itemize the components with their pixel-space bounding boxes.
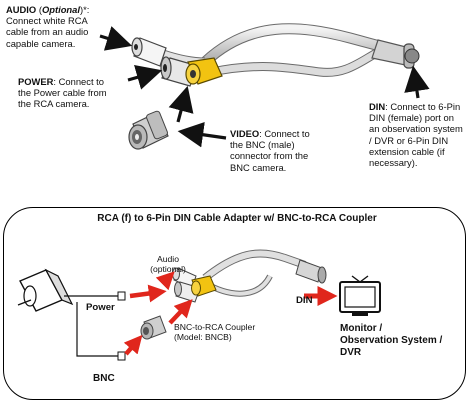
video-line3: connector from the	[230, 150, 309, 162]
label-power-bottom: Power	[86, 302, 115, 313]
arrow-video-up	[168, 85, 194, 123]
label-power: POWER: Connect to the Power cable from t…	[18, 76, 130, 110]
top-cable-adapter	[99, 23, 430, 150]
coupler-l1: BNC-to-RCA Coupler	[174, 322, 256, 332]
audio-line2: cable from an audio	[6, 26, 89, 38]
coupler-l2: (Model: BNCB)	[174, 332, 232, 342]
din-line6: necessary).	[369, 157, 418, 169]
label-din: DIN: Connect to 6-Pin DIN (female) port …	[369, 101, 473, 168]
din-line5: extension cable (if	[369, 145, 445, 157]
video-line4: BNC camera.	[230, 161, 287, 173]
monitor-icon	[339, 275, 381, 316]
audio-line1: Connect white RCA	[6, 15, 88, 27]
top-din-connector	[371, 39, 420, 69]
audio-paren-open: (	[36, 4, 42, 15]
arrow-power	[127, 64, 163, 90]
din-title: DIN	[369, 101, 386, 112]
power-line1: : Connect to	[53, 76, 104, 87]
top-bnc-coupler	[128, 110, 169, 150]
red-arrow-coupler	[168, 299, 193, 325]
red-arrow-audio	[155, 271, 175, 291]
label-audio-optional: Audio (optional)	[148, 254, 188, 274]
audio-optional: Optional	[41, 4, 80, 15]
video-title: VIDEO	[230, 128, 260, 139]
red-arrow-power	[129, 284, 167, 303]
label-monitor: Monitor / Observation System / DVR	[340, 323, 442, 359]
top-audio-rca	[131, 37, 167, 67]
arrow-video-left	[177, 122, 227, 148]
red-arrow-bnc	[123, 334, 143, 356]
video-line2: the BNC (male)	[230, 139, 295, 151]
top-video-rca	[185, 57, 223, 85]
audio-line3: capable camera.	[6, 37, 76, 49]
label-din-bottom: DIN	[296, 295, 313, 306]
label-audio: AUDIO (Optional)*: Connect white RCA cab…	[6, 4, 121, 49]
frame-title: RCA (f) to 6-Pin DIN Cable Adapter w/ BN…	[97, 213, 377, 224]
label-bnc-bottom: BNC	[93, 373, 115, 384]
bottom-schematic	[17, 249, 381, 361]
bottom-audio-l2: (optional)	[150, 264, 186, 274]
power-line2: the Power cable from	[18, 87, 107, 99]
din-line3: an observation system	[369, 123, 463, 135]
bottom-audio-l1: Audio	[157, 254, 179, 264]
label-coupler: BNC-to-RCA Coupler (Model: BNCB)	[174, 322, 255, 342]
label-video: VIDEO: Connect to the BNC (male) connect…	[230, 128, 340, 173]
video-line1: : Connect to	[259, 128, 310, 139]
diagram-frame	[3, 207, 466, 400]
din-line2: DIN (female) port on	[369, 112, 454, 124]
bnc-coupler-small	[140, 315, 167, 340]
din-line1: : Connect to 6-Pin	[385, 101, 461, 112]
din-line4: / DVR or 6-Pin DIN	[369, 134, 449, 146]
power-title: POWER	[18, 76, 54, 87]
audio-suffix: )*:	[79, 4, 90, 15]
monitor-l2: Observation System /	[340, 335, 443, 346]
arrow-din	[404, 65, 430, 99]
monitor-l3: DVR	[340, 347, 362, 358]
monitor-l1: Monitor /	[340, 323, 383, 334]
audio-title: AUDIO	[6, 4, 37, 15]
power-line3: the RCA camera.	[18, 98, 90, 110]
arrow-audio	[99, 26, 133, 51]
